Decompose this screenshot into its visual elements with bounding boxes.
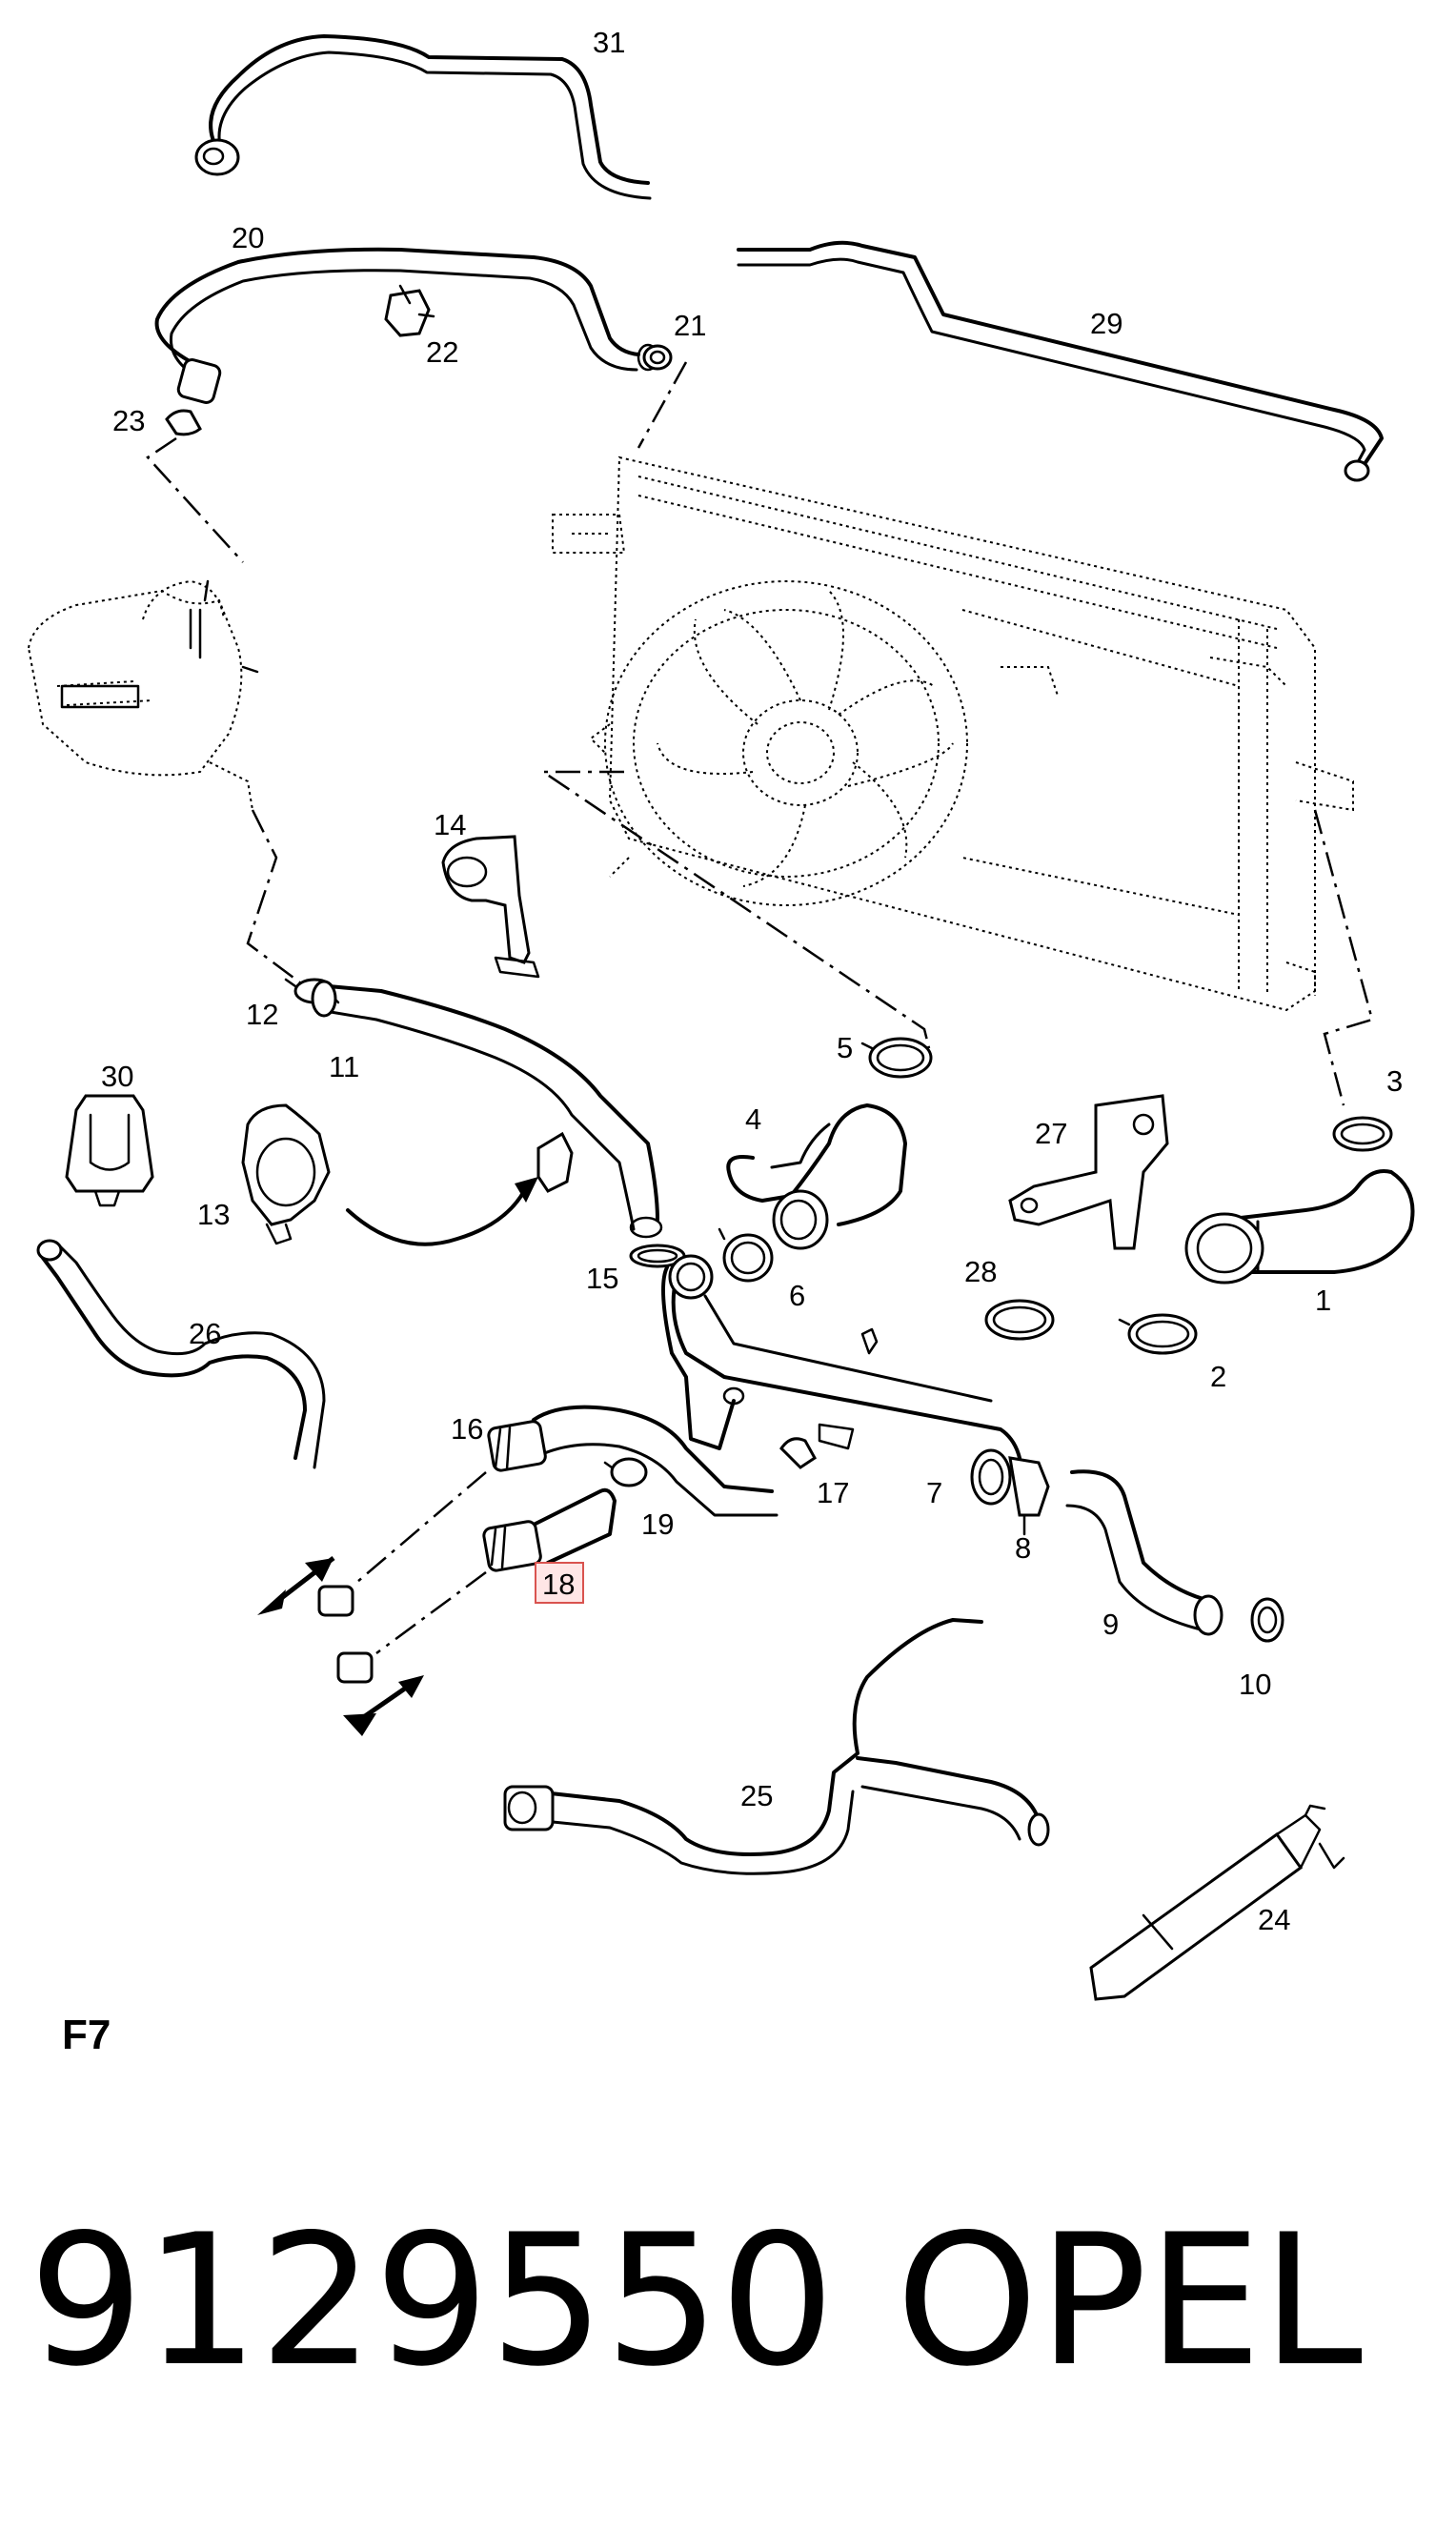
- part-18-hose: [482, 1487, 617, 1572]
- callout-20: 20: [232, 221, 264, 254]
- part-23-clip: [165, 409, 202, 436]
- part-5-clamp: [860, 1037, 933, 1079]
- callout-9: 9: [1102, 1608, 1119, 1641]
- coolant-reservoir: [27, 579, 259, 811]
- leader-radiator-5: [538, 770, 931, 1049]
- leader-radiator-3: [1313, 809, 1374, 1106]
- callout-17: 17: [817, 1476, 849, 1509]
- callout-labels: 31 20 21 22 23 29 14 12 11 5 3 30 27 4 1…: [101, 26, 1403, 1936]
- callout-16: 16: [451, 1412, 483, 1446]
- callout-14: 14: [434, 808, 466, 841]
- part-9-hose: [1065, 1469, 1223, 1636]
- part-29-hose: [737, 240, 1384, 482]
- callout-2: 2: [1210, 1360, 1226, 1393]
- part-10-clamp: [1250, 1597, 1284, 1643]
- screw-icon: [860, 1327, 879, 1355]
- callout-25: 25: [740, 1779, 773, 1812]
- arrow-13-to-clip: [346, 1189, 526, 1246]
- callout-3: 3: [1386, 1064, 1403, 1098]
- part-26-hose: [36, 1239, 326, 1469]
- callout-26: 26: [189, 1317, 221, 1350]
- part-15-clamp: [629, 1244, 686, 1268]
- part-14-bracket: [441, 835, 540, 979]
- part-8-clip: [1008, 1456, 1050, 1536]
- callout-12: 12: [246, 998, 278, 1031]
- part-7-coolant-pipe: [661, 1254, 1021, 1506]
- part-3-clamp: [1332, 1116, 1393, 1152]
- callout-19: 19: [641, 1507, 674, 1541]
- part-21-clamp: [642, 344, 673, 371]
- callout-1: 1: [1315, 1284, 1331, 1317]
- part-19-clamp: [603, 1457, 648, 1487]
- callout-4: 4: [745, 1103, 761, 1136]
- section-code: F7: [62, 2012, 111, 2058]
- part-31-hose: [194, 34, 652, 200]
- callout-11: 11: [329, 1050, 359, 1083]
- leader-tank-12: [246, 809, 306, 987]
- callout-22: 22: [426, 335, 458, 369]
- callout-5: 5: [837, 1031, 853, 1064]
- callout-29: 29: [1090, 307, 1122, 340]
- flow-arrow-out-icon: [257, 1556, 335, 1615]
- part-1-hose: [1184, 1169, 1415, 1285]
- leader-23-tank: [146, 436, 244, 563]
- part-number: 9129550: [29, 2195, 835, 2406]
- part-6-clamp: [718, 1227, 774, 1283]
- callout-18-highlight: 18: [535, 1562, 584, 1604]
- callout-21: 21: [674, 309, 706, 342]
- quick-connector-pieces: [317, 1585, 374, 1684]
- radiator-fan-assembly: [552, 455, 1354, 1012]
- part-13-clip-detail: [536, 1131, 574, 1193]
- callout-27: 27: [1035, 1117, 1067, 1150]
- part-25-y-hose: [503, 1618, 1050, 1875]
- part-13-clamp: [241, 1103, 331, 1245]
- leader-16-connector: [356, 1471, 487, 1583]
- leader-21-radiator: [637, 361, 688, 449]
- part-28-clamp: [984, 1299, 1055, 1341]
- callout-24: 24: [1258, 1903, 1290, 1936]
- callout-10: 10: [1239, 1668, 1271, 1701]
- part-16-hose: [487, 1405, 779, 1517]
- callout-28: 28: [964, 1255, 997, 1288]
- brand-name: OPEL: [896, 2195, 1363, 2406]
- callout-13: 13: [197, 1198, 230, 1231]
- part-2-clamp: [1118, 1313, 1198, 1355]
- callout-8: 8: [1015, 1531, 1031, 1565]
- callout-31: 31: [593, 26, 625, 59]
- callout-18: 18: [542, 1568, 575, 1601]
- callout-7: 7: [926, 1476, 942, 1509]
- callout-23: 23: [112, 404, 145, 437]
- callout-15: 15: [586, 1262, 618, 1295]
- part-27-bracket: [1008, 1094, 1169, 1250]
- callout-6: 6: [789, 1279, 805, 1312]
- part-30-clip: [65, 1094, 154, 1207]
- leader-18-connector: [375, 1570, 487, 1655]
- part-20-hose: [154, 247, 659, 404]
- flow-arrow-in-icon: [343, 1675, 424, 1736]
- arrow-head-icon: [515, 1177, 538, 1203]
- callout-30: 30: [101, 1060, 133, 1093]
- part-17-clip: [779, 1437, 817, 1469]
- part-4-hose: [726, 1103, 907, 1250]
- part-11-hose: [311, 980, 663, 1239]
- part-24-tube: [1089, 1804, 1345, 2001]
- part-22-bracket: [384, 284, 435, 337]
